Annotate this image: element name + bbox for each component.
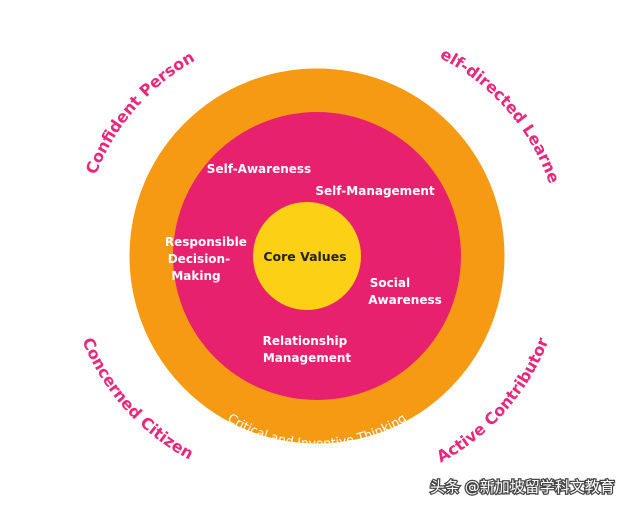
competency-sa-line-2: Awareness bbox=[368, 293, 442, 307]
watermark-text: 头条 @新加坡留学科文教育 bbox=[430, 478, 615, 496]
competency-rdm-line-1: Responsible bbox=[165, 235, 247, 249]
competency-self-awareness: Self-Awareness bbox=[207, 162, 311, 176]
competency-rdm-line-2: Decision- bbox=[168, 252, 230, 266]
competency-rm-line-2: Management bbox=[263, 351, 352, 365]
core-values-label: Core Values bbox=[263, 249, 346, 264]
core-values-circle bbox=[253, 202, 361, 310]
competency-rm-line-1: Relationship bbox=[263, 334, 348, 348]
competency-rdm-line-3: Making bbox=[171, 269, 220, 283]
competency-relationship-management: Relationship Management bbox=[263, 334, 352, 365]
competency-sa-line-1: Social bbox=[370, 276, 410, 290]
competency-responsible-decision-making: Responsible Decision- Making bbox=[165, 235, 251, 283]
competency-social-awareness: Social Awareness bbox=[368, 276, 442, 307]
competency-self-management: Self-Management bbox=[315, 184, 434, 198]
